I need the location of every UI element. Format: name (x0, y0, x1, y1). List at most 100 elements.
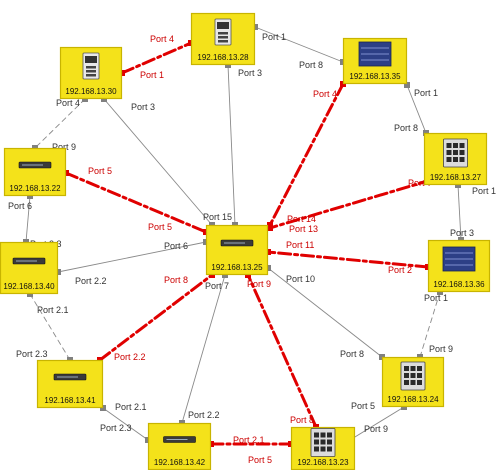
port-socket (314, 439, 319, 445)
port-socket (404, 380, 409, 385)
switch-node-n27[interactable]: 192.168.13.27 (423, 132, 488, 186)
port-label: Port 13 (289, 224, 318, 234)
port-label: Port 2.3 (100, 423, 132, 433)
node-ip-label: 192.168.13.36 (433, 280, 485, 289)
link-n41-n25-redundant[interactable] (98, 273, 214, 362)
link-n22-n40[interactable] (25, 195, 31, 243)
port-socket (446, 150, 452, 155)
din-switch-panel (217, 22, 229, 29)
port-label: Port 8 (299, 60, 323, 70)
port-label: Port 2.1 (37, 305, 69, 315)
switch-node-n40[interactable]: 192.168.13.40 (0, 241, 59, 295)
link-n42-n25[interactable] (181, 274, 226, 424)
port-socket (417, 366, 422, 371)
switch-node-n22[interactable]: 192.168.13.22 (3, 147, 67, 197)
port-label: Port 5 (248, 455, 272, 465)
port-socket (410, 380, 416, 385)
link-n41-n42[interactable] (102, 407, 149, 441)
link-n24-n23[interactable] (349, 406, 405, 441)
link-n30-n25[interactable] (103, 98, 213, 226)
port-label: Port 5 (351, 401, 375, 411)
port-socket (459, 150, 465, 155)
port-socket (453, 150, 458, 155)
port-label: Port 9 (52, 142, 76, 152)
link-n24-n25[interactable] (267, 267, 383, 358)
switch-node-n35[interactable]: 192.168.13.35 (342, 37, 408, 85)
port-label: Port 4 (56, 98, 80, 108)
port-socket (453, 143, 458, 148)
node-box (0, 241, 59, 295)
node-box (205, 224, 269, 276)
node-ip-label: 192.168.13.22 (9, 184, 61, 193)
port-label: Port 8 (164, 275, 188, 285)
port-socket (327, 432, 332, 438)
port-label: Port 3 (238, 68, 262, 78)
link-n30-n28-redundant[interactable] (120, 41, 193, 75)
port-label: Port 4 (313, 89, 337, 99)
link-n35-n27[interactable] (406, 84, 427, 134)
switch-node-n24[interactable]: 192.168.13.24 (381, 356, 445, 408)
port-socket (320, 439, 326, 445)
port-label: Port 8 (340, 349, 364, 359)
port-socket (320, 446, 326, 452)
switch-node-n42[interactable]: 192.168.13.42 (147, 422, 212, 470)
port-label: Port 14 (287, 214, 316, 224)
switch-node-n28[interactable]: 192.168.13.28 (190, 12, 256, 66)
port-label: Port 2.2 (114, 352, 146, 362)
link-n35-n25-redundant[interactable] (268, 82, 345, 227)
port-label: Port 2.2 (75, 276, 107, 286)
port-socket (459, 143, 465, 148)
link-n28-n25[interactable] (227, 64, 236, 226)
port-row (86, 66, 96, 69)
link-n27-n25-redundant[interactable] (268, 178, 433, 230)
port-label: Port 1 (262, 32, 286, 42)
nodes-layer: 192.168.13.28 192.168.13.35 192.168.13.30 1… (0, 12, 491, 470)
switch-node-n30[interactable]: 192.168.13.30 (59, 46, 123, 100)
port-label: Port 6 (8, 201, 32, 211)
port-marker (404, 82, 410, 88)
node-ip-label: 192.168.13.24 (387, 395, 439, 404)
port-label: Port 6 (164, 241, 188, 251)
switch-node-n36[interactable]: 192.168.13.36 (427, 239, 491, 293)
switch-node-n23[interactable]: 192.168.13.23 (290, 426, 356, 470)
switch-node-n41[interactable]: 192.168.13.41 (36, 359, 104, 409)
node-ip-label: 192.168.13.40 (3, 282, 55, 291)
port-row (218, 36, 228, 39)
node-ip-label: 192.168.13.41 (44, 396, 96, 405)
port-socket (453, 157, 458, 162)
link-n27-n36[interactable] (457, 184, 462, 241)
link-n36-n25-redundant[interactable] (266, 250, 430, 269)
link-n23-n25-redundant[interactable] (246, 273, 318, 429)
link-n28-n35[interactable] (254, 26, 344, 63)
port-label: Port 2.1 (233, 435, 265, 445)
port-label: Port 9 (364, 424, 388, 434)
port-row (86, 74, 96, 77)
din-switch-panel (85, 56, 97, 63)
node-box (3, 147, 67, 197)
node-ip-label: 192.168.13.35 (349, 72, 401, 81)
port-socket (327, 439, 332, 445)
port-socket (410, 373, 416, 378)
port-label: Port 1 (472, 186, 496, 196)
link-n40-n41[interactable] (29, 293, 71, 361)
link-n22-n25-redundant[interactable] (64, 171, 208, 234)
node-ip-label: 192.168.13.30 (65, 87, 117, 96)
port-label: Port 4 (150, 34, 174, 44)
node-ip-label: 192.168.13.42 (154, 458, 206, 467)
link-n40-n25[interactable] (57, 241, 207, 273)
switch-node-n25[interactable]: 192.168.13.25 (205, 224, 269, 276)
link-n30-n22[interactable] (34, 98, 86, 149)
port-socket (446, 157, 452, 162)
node-box (36, 359, 104, 409)
node-ip-label: 192.168.13.27 (430, 173, 482, 182)
port-socket (410, 366, 416, 371)
node-ip-label: 192.168.13.23 (297, 458, 349, 467)
port-socket (446, 143, 452, 148)
port-label: Port 10 (286, 274, 315, 284)
node-ip-label: 192.168.13.28 (197, 53, 249, 62)
port-label: Port 7 (205, 281, 229, 291)
port-socket (320, 432, 326, 438)
link-n36-n24[interactable] (419, 291, 441, 358)
